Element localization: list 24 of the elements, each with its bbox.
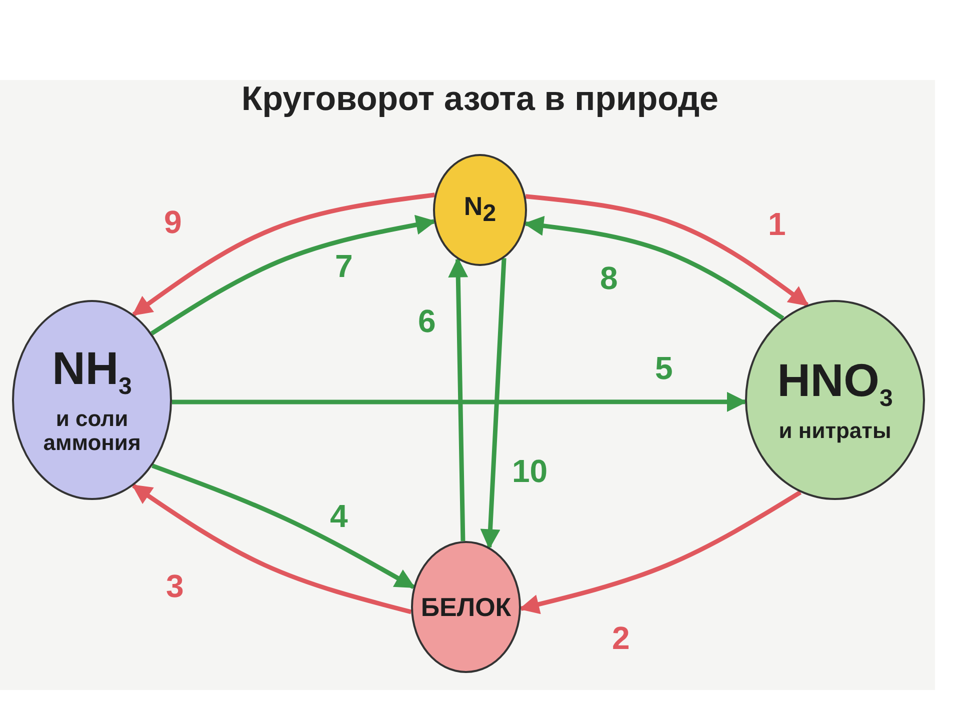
edge-label: 2 xyxy=(612,622,630,654)
edge-label: 8 xyxy=(600,262,618,294)
edge-label: 5 xyxy=(655,352,673,384)
arrow xyxy=(519,490,802,614)
node-label: БЕЛОК xyxy=(420,594,512,620)
edge-label: 3 xyxy=(166,570,184,602)
arrow xyxy=(132,192,436,316)
edge-label: 6 xyxy=(418,305,436,337)
edge-label: 1 xyxy=(768,208,786,240)
diagram-title: Круговорот азота в природе xyxy=(240,80,720,119)
arrow xyxy=(172,392,748,412)
edge-label: 9 xyxy=(164,206,182,238)
node-label: NH$_{3}$ xyxy=(52,344,132,399)
arrow xyxy=(448,257,468,542)
edge-label: 10 xyxy=(512,455,548,487)
node-label: HNO$_{3}$ xyxy=(777,356,893,411)
node-caption: и соли аммония xyxy=(42,406,142,456)
edge-label: 7 xyxy=(335,250,353,282)
edge-label: 4 xyxy=(330,500,348,532)
arrow xyxy=(525,194,809,307)
node-caption: и нитраты xyxy=(778,419,892,444)
arrow xyxy=(132,484,412,614)
arrow xyxy=(150,214,436,336)
arrow xyxy=(480,258,506,550)
